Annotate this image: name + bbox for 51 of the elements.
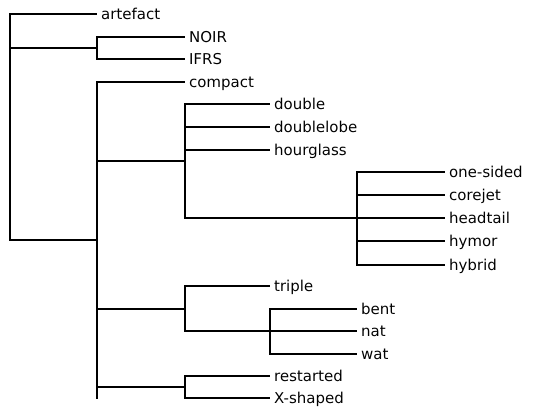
tree-label: doublelobe <box>270 118 358 136</box>
tree-label: hybrid <box>445 256 497 274</box>
tree-branch <box>98 58 185 60</box>
tree-branch <box>186 149 270 151</box>
tree-branch <box>98 36 185 38</box>
tree-junction-line <box>184 103 186 219</box>
tree-branch <box>358 264 445 266</box>
tree-branch <box>358 194 445 196</box>
tree-branch <box>271 308 357 310</box>
tree-branch <box>271 353 357 355</box>
tree-label: compact <box>185 73 254 91</box>
tree-branch <box>186 217 356 219</box>
tree-junction-line <box>184 375 186 399</box>
tree-label: triple <box>270 277 314 295</box>
tree-junction-line <box>9 13 11 241</box>
tree-branch <box>186 375 270 377</box>
tree-branch <box>98 308 184 310</box>
tree-branch <box>98 160 184 162</box>
tree-branch <box>98 386 184 388</box>
tree-junction-line <box>184 285 186 332</box>
tree-label: headtail <box>445 209 510 227</box>
tree-label: one-sided <box>445 163 523 181</box>
tree-junction-line <box>96 36 98 60</box>
tree-label: hourglass <box>270 141 347 159</box>
tree-label: nat <box>357 322 386 340</box>
tree-label: corejet <box>445 186 501 204</box>
tree-label: NOIR <box>185 28 227 46</box>
tree-branch <box>11 239 96 241</box>
tree-branch <box>271 330 357 332</box>
tree-branch <box>186 330 269 332</box>
tree-label: restarted <box>270 367 343 385</box>
tree-label: double <box>270 95 326 113</box>
tree-branch <box>11 13 97 15</box>
tree-junction-line <box>96 81 98 399</box>
tree-label: X-shaped <box>270 389 344 407</box>
tree-label: bent <box>357 300 396 318</box>
tree-branch <box>186 285 270 287</box>
tree-label: IFRS <box>185 50 222 68</box>
tree-branch <box>186 103 270 105</box>
tree-branch <box>11 47 96 49</box>
tree-branch <box>358 171 445 173</box>
tree-branch <box>358 217 445 219</box>
tree-label: hymor <box>445 232 498 250</box>
tree-branch <box>186 126 270 128</box>
tree-label: artefact <box>97 5 160 23</box>
tree-branch <box>186 397 270 399</box>
tree-label: wat <box>357 345 388 363</box>
tree-junction-line <box>356 171 358 266</box>
tree-junction-line <box>269 308 271 355</box>
tree-branch <box>358 240 445 242</box>
tree-branch <box>98 81 185 83</box>
